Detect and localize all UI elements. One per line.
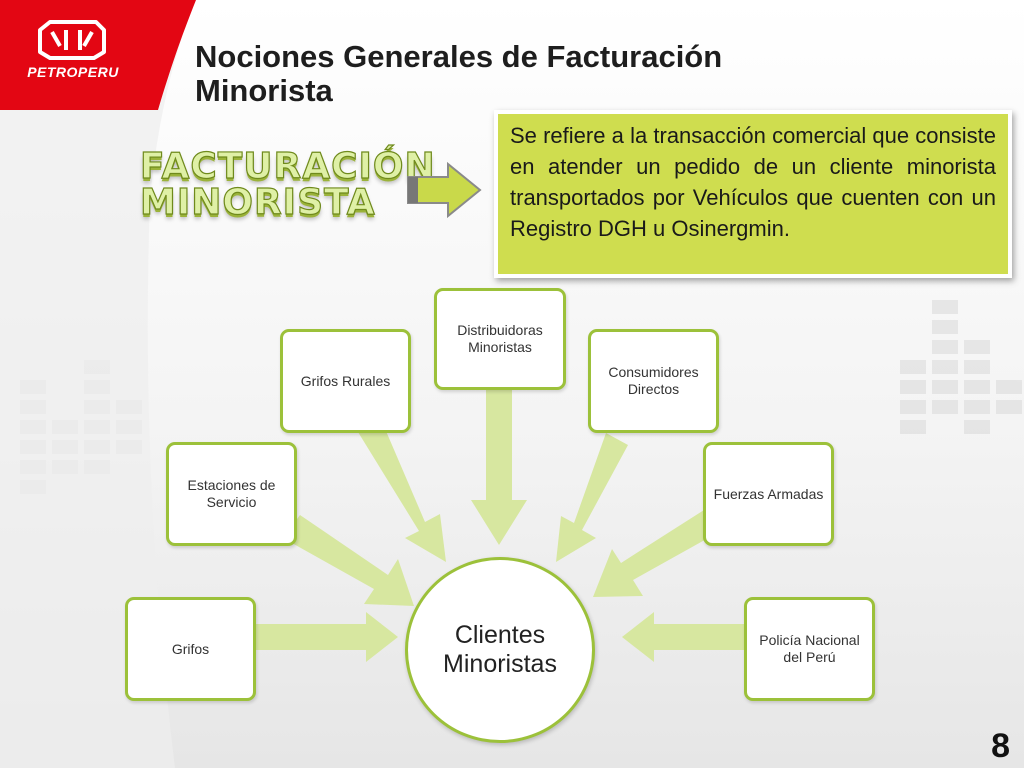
connector-distribuidoras [471,390,527,545]
node-estaciones-de-servicio: Estaciones de Servicio [166,442,297,546]
node-policia-nacional: Policía Nacional del Perú [744,597,875,701]
connector-estaciones [283,515,414,606]
node-grifos: Grifos [125,597,256,701]
node-grifos-rurales: Grifos Rurales [280,329,411,433]
definition-box: Se refiere a la transacción comercial qu… [494,110,1012,278]
logo-wordmark: PETROPERU [27,64,119,80]
connector-consumidores [556,433,628,562]
slide-title: Nociones Generales de Facturación Minori… [195,39,723,108]
definition-text: Se refiere a la transacción comercial qu… [510,123,996,241]
connector-grifos [256,612,398,662]
badge-line-2: MINORISTA [139,181,376,223]
connector-policia [622,612,744,662]
connector-grifos-rurales [358,417,446,562]
node-consumidores-directos: Consumidores Directos [588,329,719,433]
petroperu-logo: PETROPERU [0,0,140,110]
connector-fuerzas [593,510,719,597]
node-fuerzas-armadas: Fuerzas Armadas [703,442,834,546]
center-node-clientes-minoristas: Clientes Minoristas [405,557,595,743]
petroperu-logo-icon [38,20,106,60]
page-number: 8 [991,727,1010,765]
node-distribuidoras-minoristas: Distribuidoras Minoristas [434,288,566,390]
arrow-right-icon [407,161,482,219]
